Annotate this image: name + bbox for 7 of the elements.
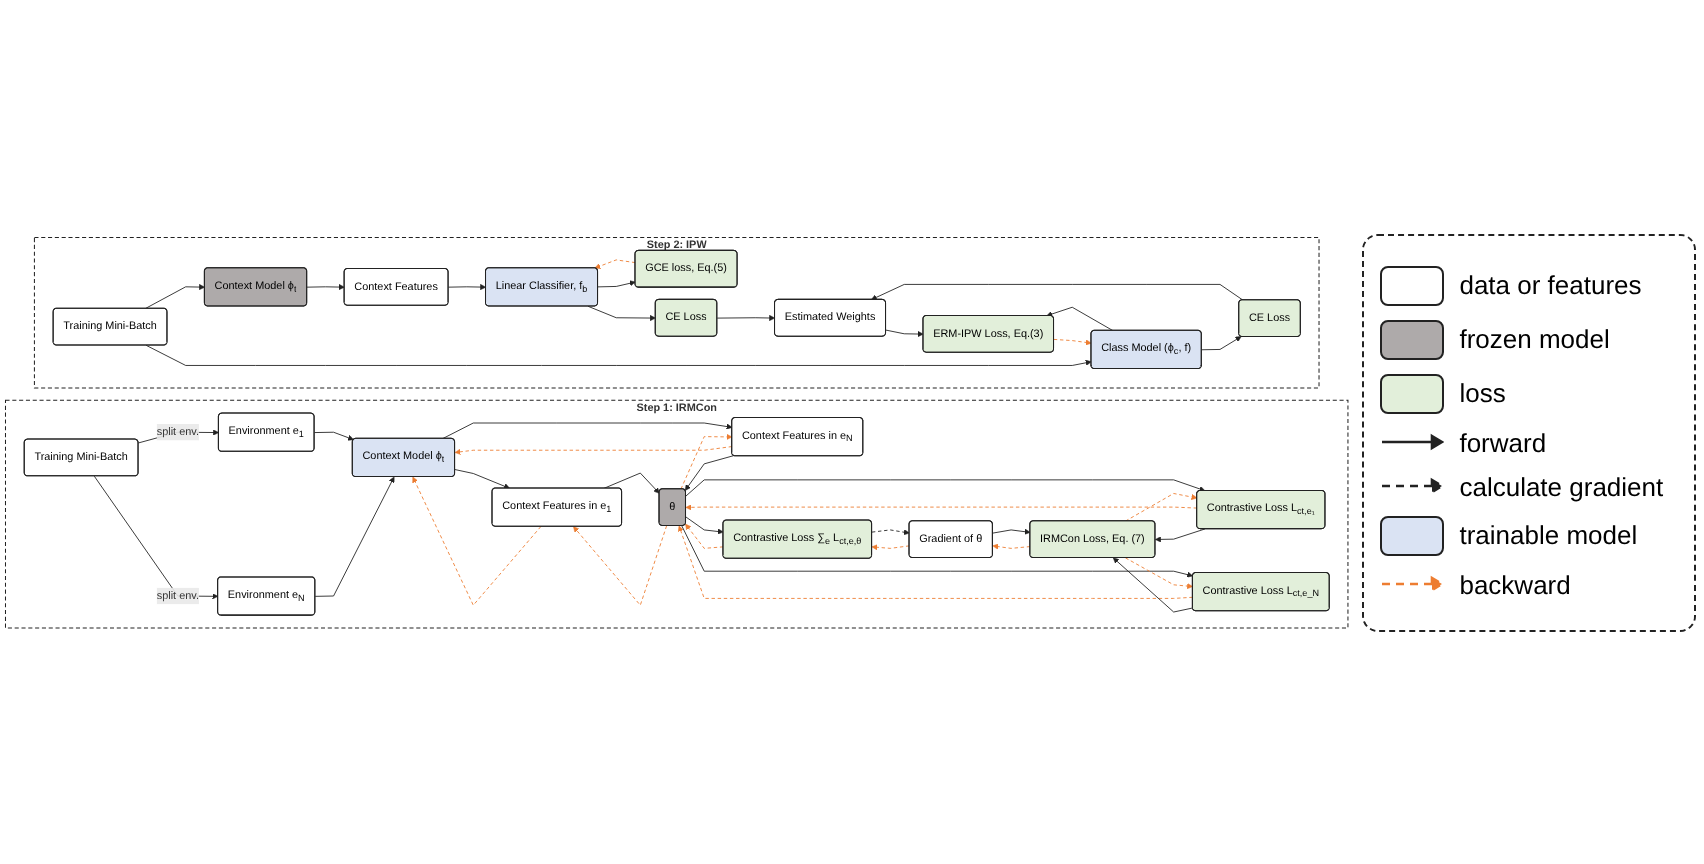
legend-text: forward <box>1459 427 1547 457</box>
legend-text: backward <box>1459 569 1571 599</box>
legend-text: data or features <box>1459 270 1642 300</box>
legend-text: loss <box>1459 378 1506 408</box>
legend-text: trainable model <box>1459 520 1638 550</box>
legend-text: calculate gradient <box>1459 471 1664 501</box>
legend-text: frozen model <box>1459 324 1610 354</box>
